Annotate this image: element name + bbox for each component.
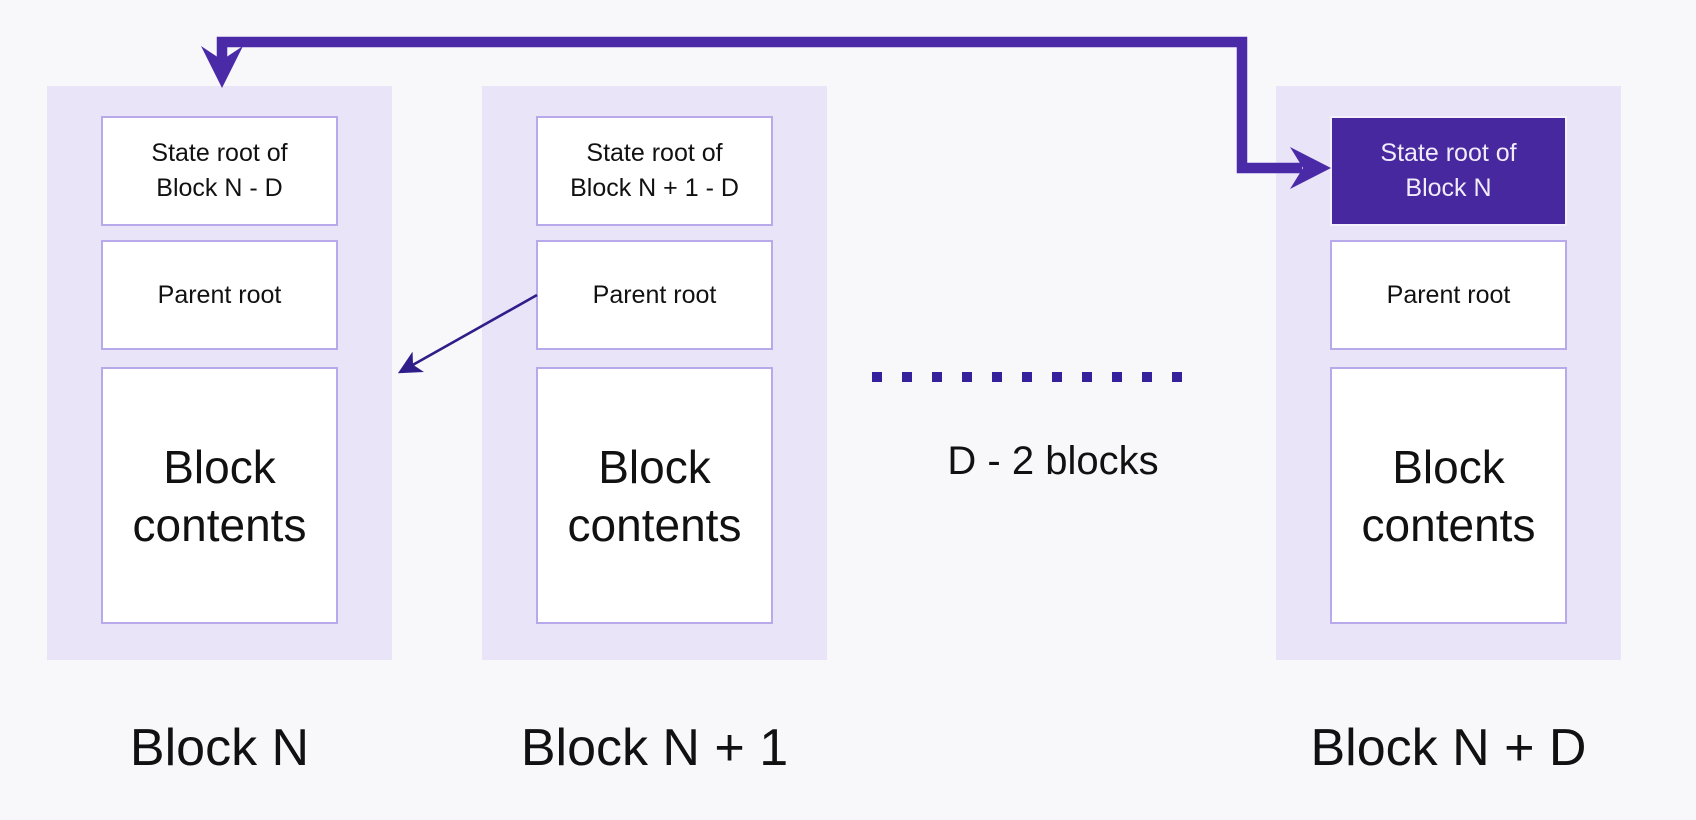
dot	[1082, 372, 1092, 382]
state-root-line2: Block N + 1 - D	[570, 174, 739, 202]
block-n-plus-1-contents-box: Block contents	[536, 367, 773, 624]
block-n-contents-box: Block contents	[101, 367, 338, 624]
block-contents-line2: contents	[567, 498, 742, 551]
parent-root-label: Parent root	[1386, 280, 1511, 309]
gap-blocks-label: D - 2 blocks	[947, 439, 1159, 483]
block-contents-line1: Block	[1392, 440, 1505, 493]
block-n-plus-1-label: Block N + 1	[520, 719, 789, 777]
block-n-plus-1-column: State root of Block N + 1 - D Parent roo…	[482, 86, 827, 660]
block-n-plus-1-parent-root-box: Parent root	[536, 240, 773, 350]
dot	[1022, 372, 1032, 382]
block-n-plus-d-parent-root-box: Parent root	[1330, 240, 1567, 350]
block-contents-line1: Block	[163, 440, 276, 493]
dot	[1052, 372, 1062, 382]
block-n-label: Block N	[129, 719, 310, 777]
block-n-plus-d-contents-box: Block contents	[1330, 367, 1567, 624]
block-contents-line2: contents	[1361, 498, 1536, 551]
dot	[1142, 372, 1152, 382]
block-n-plus-d-label: Block N + D	[1310, 719, 1587, 777]
state-root-line2: Block N	[1405, 174, 1492, 202]
block-n-parent-root-box: Parent root	[101, 240, 338, 350]
block-n-plus-1-state-root-box: State root of Block N + 1 - D	[536, 116, 773, 226]
dot	[902, 372, 912, 382]
block-contents-line1: Block	[598, 440, 711, 493]
parent-root-label: Parent root	[592, 280, 717, 309]
state-root-line1: State root of	[586, 139, 723, 167]
dot	[962, 372, 972, 382]
dots-row	[872, 372, 1182, 382]
arrowhead-down-icon	[201, 46, 243, 88]
block-n-plus-d-state-root-box: State root of Block N	[1330, 116, 1567, 226]
dot	[992, 372, 1002, 382]
dot	[872, 372, 882, 382]
parent-root-label: Parent root	[157, 280, 282, 309]
dot	[1112, 372, 1122, 382]
state-root-line1: State root of	[1380, 139, 1517, 167]
block-n-plus-d-column: State root of Block N Parent root Block …	[1276, 86, 1621, 660]
block-contents-line2: contents	[132, 498, 307, 551]
state-root-line1: State root of	[151, 139, 288, 167]
block-n-state-root-box: State root of Block N - D	[101, 116, 338, 226]
dot	[932, 372, 942, 382]
dot	[1172, 372, 1182, 382]
block-n-column: State root of Block N - D Parent root Bl…	[47, 86, 392, 660]
state-root-line2: Block N - D	[156, 174, 283, 202]
